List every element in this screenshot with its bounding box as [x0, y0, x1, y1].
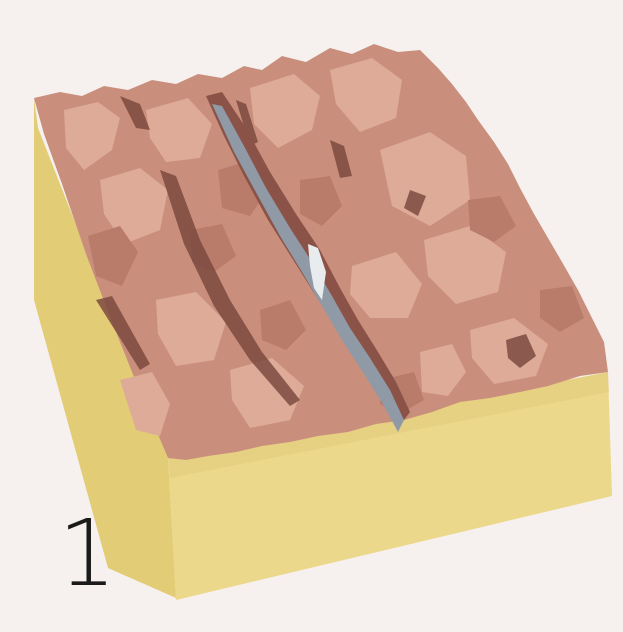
step-number-label: 1 — [58, 508, 117, 600]
